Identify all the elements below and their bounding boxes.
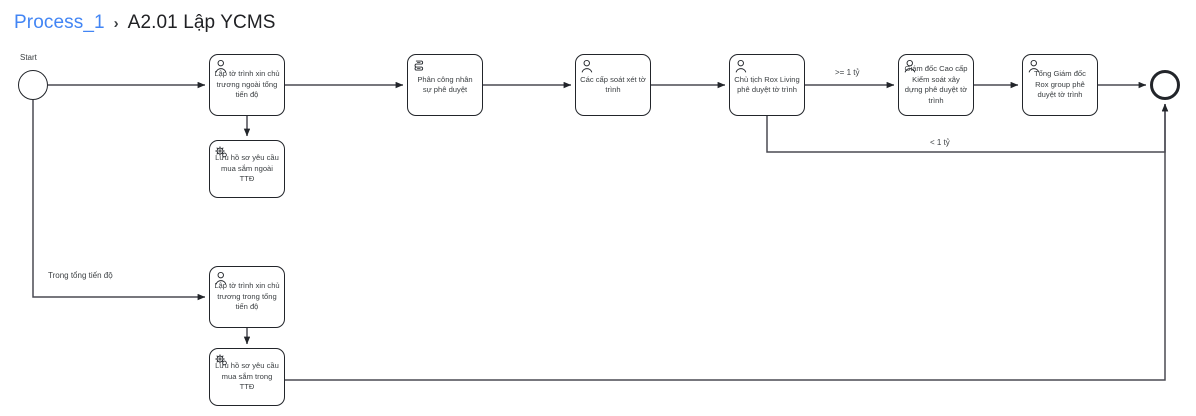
task-phan-cong-nhan-su[interactable]: Phân công nhân sự phê duyệt [407,54,483,116]
task-label: Lưu hồ sơ yêu cầu mua sắm ngoài TTĐ [215,153,279,184]
task-label: Chủ tịch Rox Living phê duyệt tờ trình [734,74,800,95]
breadcrumb-parent-link[interactable]: Process_1 [14,12,105,33]
script-icon [414,60,424,71]
task-label: Lập tờ trình xin chủ trương ngoài tổng t… [214,69,280,100]
flow-label-gte-1-ty: >= 1 tỷ [835,68,860,77]
flow-start-to-lap-trong [32,100,206,301]
task-lap-to-trinh-trong-ttd[interactable]: Lập tờ trình xin chủ trương trong tổng t… [209,266,285,328]
flow-label-lt-1-ty: < 1 tỷ [930,138,950,147]
task-lap-to-trinh-ngoai-ttd[interactable]: Lập tờ trình xin chủ trương ngoài tổng t… [209,54,285,116]
task-cac-cap-soat-xet[interactable]: Các cấp soát xét tờ trình [575,54,651,116]
start-event-label: Start [20,53,37,62]
task-label: Tổng Giám đốc Rox group phê duyệt tờ trì… [1034,69,1086,100]
user-icon [735,59,747,73]
breadcrumb: Process_1 › A2.01 Lập YCMS [14,8,276,38]
task-label: Lưu hồ sơ yêu cầu mua sắm trong TTĐ [215,361,279,392]
task-tong-giam-doc-rox-group[interactable]: Tổng Giám đốc Rox group phê duyệt tờ trì… [1022,54,1098,116]
task-giam-doc-cao-cap[interactable]: Giám đốc Cao cấp Kiểm soát xây dựng phê … [898,54,974,116]
task-label: Các cấp soát xét tờ trình [580,74,646,95]
task-label: Phân công nhân sự phê duyệt [417,74,473,95]
start-event[interactable] [18,70,48,100]
user-icon [581,59,593,73]
task-luu-ho-so-ngoai-ttd[interactable]: Lưu hồ sơ yêu cầu mua sắm ngoài TTĐ [209,140,285,198]
flow-label-trong-tong-tien-do: Trong tổng tiến độ [48,271,113,280]
flow-luu-trong-to-end [285,103,1169,381]
chevron-right-icon: › [113,14,119,32]
breadcrumb-current-page: A2.01 Lập YCMS [127,12,276,33]
task-luu-ho-so-trong-ttd[interactable]: Lưu hồ sơ yêu cầu mua sắm trong TTĐ [209,348,285,406]
end-event[interactable] [1150,70,1180,100]
task-chu-tich-rox-living[interactable]: Chủ tịch Rox Living phê duyệt tờ trình [729,54,805,116]
task-label: Giám đốc Cao cấp Kiểm soát xây dựng phê … [904,64,968,105]
task-label: Lập tờ trình xin chủ trương trong tổng t… [214,281,280,312]
